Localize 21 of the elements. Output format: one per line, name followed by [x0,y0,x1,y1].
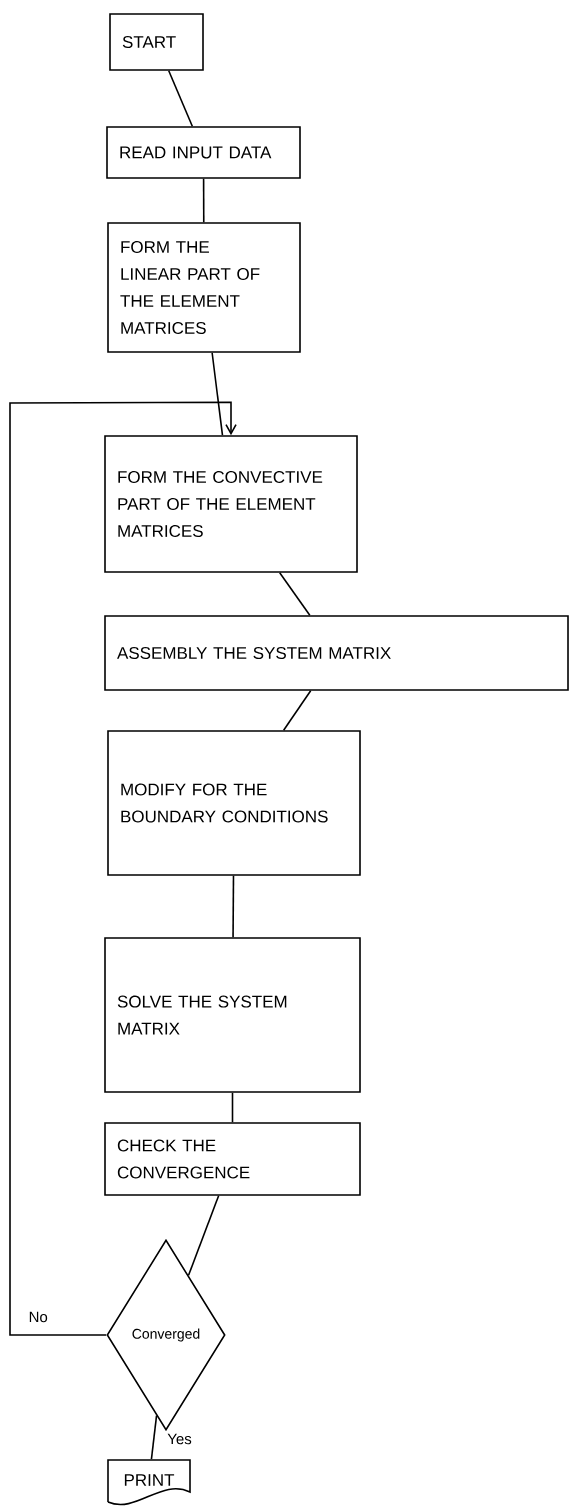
connector-line [202,178,205,223]
connector-line [187,1195,220,1277]
process-box: FORM THE CONVECTIVE PART OF THE ELEMENT MATRICES [104,435,358,573]
edge-label: Yes [166,1432,193,1446]
connector-line [282,690,312,731]
document-shape: PRINT [107,1459,191,1506]
edge-label: No [27,1310,49,1324]
connector-line [231,1092,234,1123]
connector-line [9,401,237,1336]
process-box: FORM THE LINEAR PART OF THE ELEMENT MATRICES [107,222,301,353]
process-box: MODIFY FOR THE BOUNDARY CONDITIONS [107,730,361,876]
process-box: READ INPUT DATA [106,126,301,179]
connector-line [211,352,224,436]
connector-line [150,1414,158,1460]
connector-line [232,875,235,938]
process-box: START [109,13,204,71]
connector-line [278,572,311,616]
process-box: ASSEMBLY THE SYSTEM MATRIX [104,615,569,691]
process-box: SOLVE THE SYSTEM MATRIX [104,937,361,1093]
connector-line [167,70,194,127]
process-box: CHECK THE CONVERGENCE [104,1122,361,1196]
